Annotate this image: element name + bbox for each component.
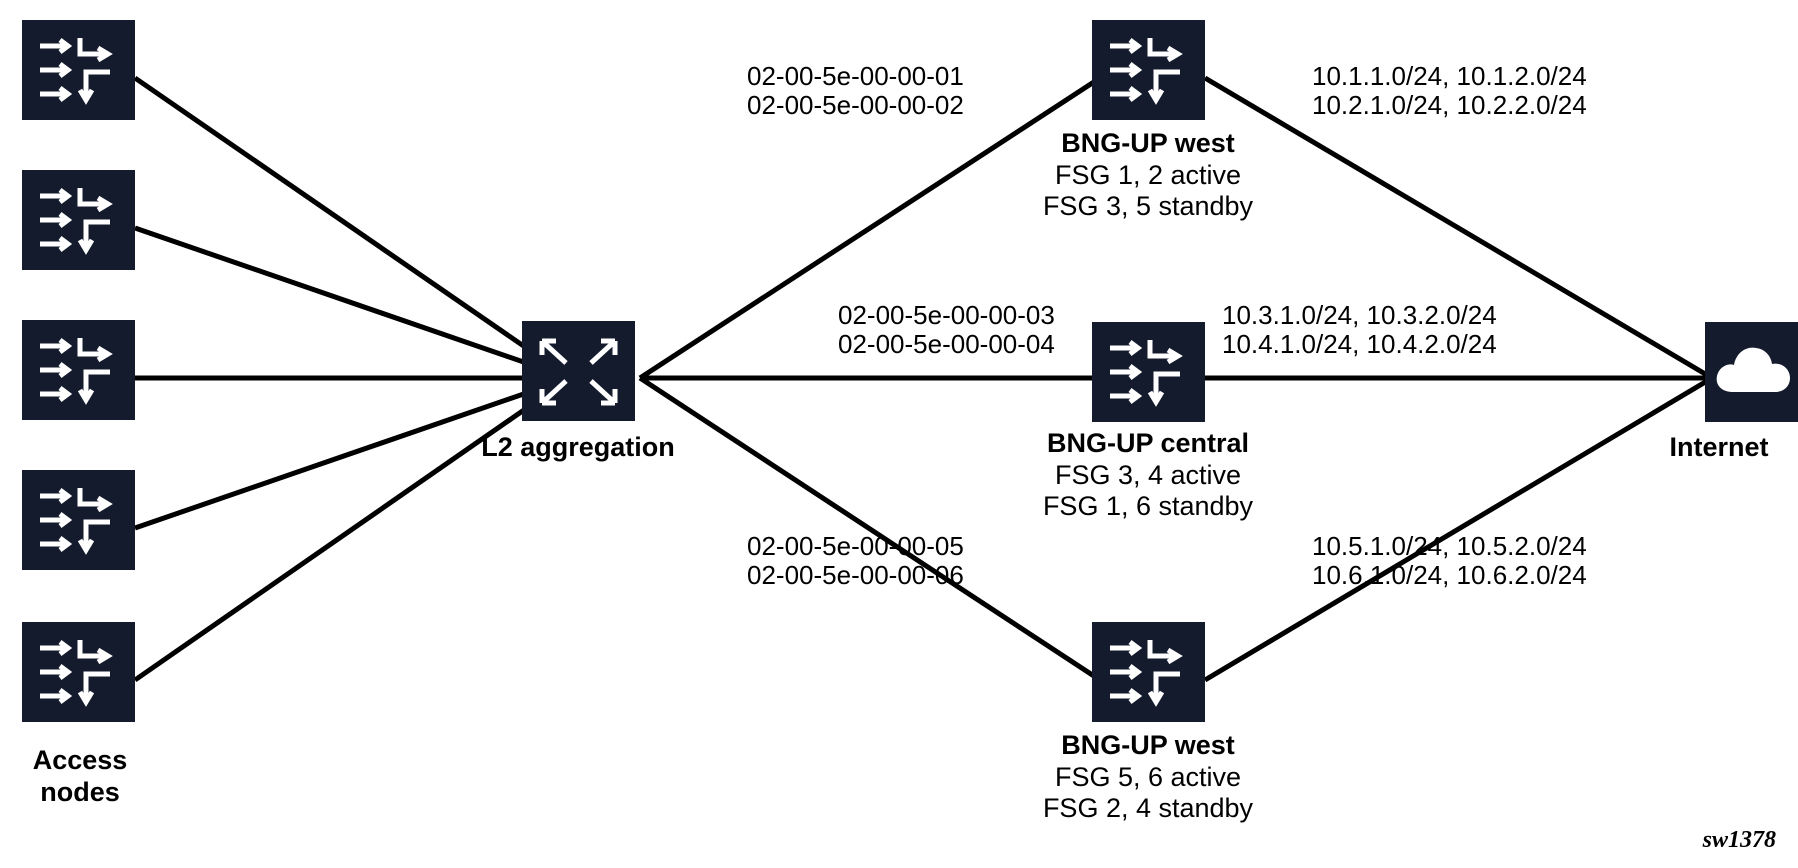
bng-up-west-bottom-title: BNG-UP west [1061, 730, 1235, 760]
l2-aggregation-node[interactable] [522, 321, 635, 421]
cloud-icon [1705, 322, 1798, 422]
central-mac-line1: 02-00-5e-00-00-03 [838, 300, 1055, 330]
access-node-4[interactable] [22, 470, 135, 570]
router-icon [22, 20, 135, 120]
west-top-subnets-label: 10.1.1.0/24, 10.1.2.0/24 10.2.1.0/24, 10… [1312, 61, 1587, 121]
bng-up-west-bottom-line2: FSG 5, 6 active [1054, 761, 1242, 792]
link-agg-west-top [638, 75, 1102, 381]
access-node-3[interactable] [22, 320, 135, 420]
internet-label-text: Internet [1669, 432, 1769, 462]
bng-up-west-bottom-line3: FSG 2, 4 standby [1042, 793, 1254, 824]
router-icon [1092, 322, 1205, 422]
link-access2-agg [134, 225, 571, 381]
router-icon [22, 470, 135, 570]
access-nodes-label-line1: Access [32, 745, 128, 775]
west-bottom-mac-label: 02-00-5e-00-00-05 02-00-5e-00-00-06 [747, 531, 964, 591]
bng-up-west-top-title: BNG-UP west [1061, 128, 1235, 158]
router-icon [22, 170, 135, 270]
bng-up-central-title: BNG-UP central [1046, 428, 1250, 458]
central-mac-line2: 02-00-5e-00-00-04 [838, 329, 1055, 360]
link-access4-agg [134, 375, 571, 531]
router-icon [1092, 20, 1205, 120]
router-icon [1092, 622, 1205, 722]
bng-up-west-top-line2: FSG 1, 2 active [1054, 159, 1242, 190]
bng-up-west-bottom-label: BNG-UP west FSG 5, 6 active FSG 2, 4 sta… [898, 730, 1398, 825]
link-access1-agg [133, 75, 572, 381]
bng-up-central-label: BNG-UP central FSG 3, 4 active FSG 1, 6 … [898, 428, 1398, 523]
link-west-bottom-internet [1203, 375, 1714, 683]
router-icon [22, 622, 135, 722]
access-node-1[interactable] [22, 20, 135, 120]
internet-label: Internet [1640, 432, 1798, 464]
bng-up-west-bottom-node[interactable] [1092, 622, 1205, 722]
l2-aggregation-label: L2 aggregation [428, 432, 728, 464]
switch-icon [522, 321, 635, 421]
internet-node[interactable] [1705, 322, 1798, 422]
bng-up-west-top-label: BNG-UP west FSG 1, 2 active FSG 3, 5 sta… [898, 128, 1398, 223]
west-bottom-mac-line1: 02-00-5e-00-00-05 [747, 531, 964, 561]
west-top-subnets-line2: 10.2.1.0/24, 10.2.2.0/24 [1312, 90, 1587, 121]
central-subnets-line1: 10.3.1.0/24, 10.3.2.0/24 [1222, 300, 1497, 330]
bng-up-central-line3: FSG 1, 6 standby [1042, 491, 1254, 522]
west-top-mac-line1: 02-00-5e-00-00-01 [747, 61, 964, 91]
bng-up-west-top-line3: FSG 3, 5 standby [1042, 191, 1254, 222]
access-nodes-label: Access nodes [0, 745, 160, 808]
central-subnets-line2: 10.4.1.0/24, 10.4.2.0/24 [1222, 329, 1497, 360]
l2-aggregation-label-text: L2 aggregation [481, 432, 675, 462]
access-node-2[interactable] [22, 170, 135, 270]
access-node-5[interactable] [22, 622, 135, 722]
bng-up-west-top-node[interactable] [1092, 20, 1205, 120]
west-bottom-subnets-label: 10.5.1.0/24, 10.5.2.0/24 10.6.1.0/24, 10… [1312, 531, 1587, 591]
link-west-top-internet [1203, 75, 1714, 381]
west-bottom-subnets-line1: 10.5.1.0/24, 10.5.2.0/24 [1312, 531, 1587, 561]
west-top-mac-line2: 02-00-5e-00-00-02 [747, 90, 964, 121]
west-top-mac-label: 02-00-5e-00-00-01 02-00-5e-00-00-02 [747, 61, 964, 121]
central-mac-label: 02-00-5e-00-00-03 02-00-5e-00-00-04 [838, 300, 1055, 360]
access-nodes-label-line2: nodes [40, 776, 120, 807]
link-access5-agg [133, 375, 572, 683]
bng-up-central-line2: FSG 3, 4 active [1054, 459, 1242, 490]
watermark: sw1378 [1702, 827, 1776, 853]
central-subnets-label: 10.3.1.0/24, 10.3.2.0/24 10.4.1.0/24, 10… [1222, 300, 1497, 360]
bng-up-central-node[interactable] [1092, 322, 1205, 422]
link-agg-west-bottom [638, 375, 1102, 683]
west-bottom-subnets-line2: 10.6.1.0/24, 10.6.2.0/24 [1312, 560, 1587, 591]
router-icon [22, 320, 135, 420]
west-top-subnets-line1: 10.1.1.0/24, 10.1.2.0/24 [1312, 61, 1587, 91]
west-bottom-mac-line2: 02-00-5e-00-00-06 [747, 560, 964, 591]
